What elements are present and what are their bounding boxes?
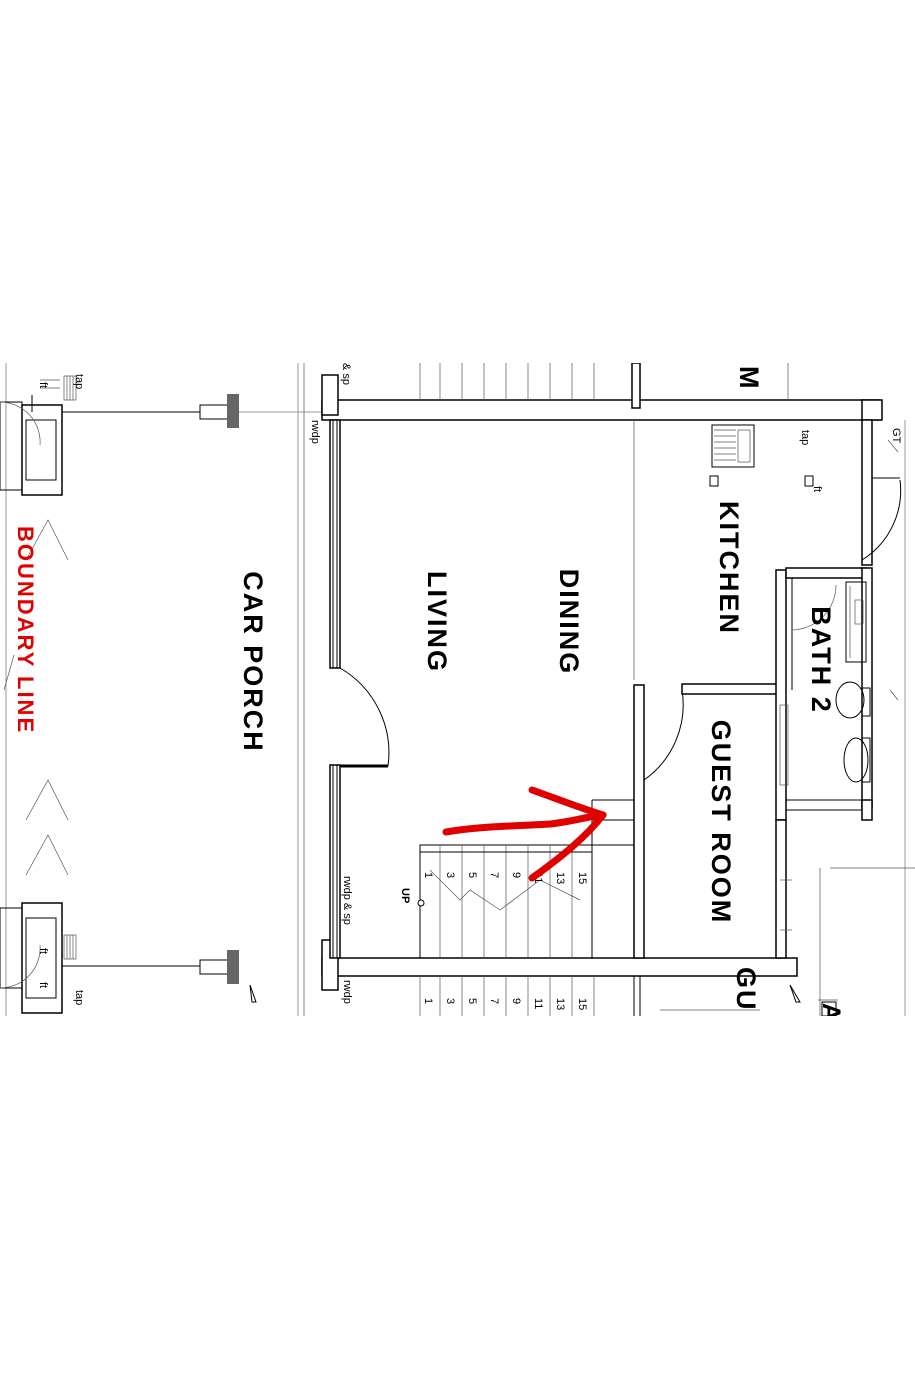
note-rwdp-sp-bottom: rwdp & sp bbox=[341, 876, 353, 925]
note-tap-kitchen: tap bbox=[799, 430, 811, 445]
room-label-dining: DINING bbox=[554, 569, 584, 676]
stair-step-number: 15 bbox=[576, 872, 588, 884]
stair-step-number: 5 bbox=[466, 998, 478, 1004]
stair-step-number: 3 bbox=[444, 998, 456, 1004]
staircase bbox=[417, 799, 636, 959]
room-label-living: LIVING bbox=[422, 571, 452, 673]
note-rwdp-top: rwdp bbox=[309, 420, 321, 444]
stair-step-number: 13 bbox=[554, 872, 566, 884]
note-ft-top: ft bbox=[37, 382, 49, 388]
note-gt: GT bbox=[890, 428, 902, 444]
bath-2-fixtures bbox=[779, 567, 899, 809]
note-tap-top: tap bbox=[73, 374, 85, 389]
stair-step-number: 15 bbox=[576, 998, 588, 1010]
stair-step-number: 7 bbox=[488, 872, 500, 878]
note-stair-up: UP bbox=[399, 888, 411, 903]
stair-step-number: 13 bbox=[554, 998, 566, 1010]
room-label-guest-room: GUEST ROOM bbox=[706, 720, 736, 925]
boundary-line-label: BOUNDARY LINE bbox=[13, 526, 38, 734]
gate-post-top bbox=[0, 375, 325, 496]
note-rwdp-bottom: rwdp bbox=[341, 980, 353, 1004]
living-front-wall bbox=[329, 419, 390, 959]
room-label-guest-partial: GU bbox=[731, 967, 761, 1012]
note-ft-bottom-2: ft bbox=[37, 982, 49, 988]
stair-lower-partial bbox=[419, 976, 641, 1016]
stair-upper-partial bbox=[419, 363, 595, 400]
stair-step-number: 3 bbox=[444, 872, 456, 878]
main-wall-top bbox=[321, 374, 883, 421]
right-exterior bbox=[660, 419, 915, 1016]
note-sp-top: & sp bbox=[340, 363, 352, 385]
room-label-bath-2: BATH 2 bbox=[806, 606, 836, 714]
room-label-kitchen: KITCHEN bbox=[714, 501, 744, 635]
stair-step-number: 1 bbox=[422, 872, 434, 878]
room-label-partial-a: A bbox=[817, 1003, 845, 1023]
note-ft-kitchen: ft bbox=[811, 486, 823, 492]
room-label-partial-top: M bbox=[734, 366, 764, 391]
kitchen-fixtures bbox=[709, 363, 814, 487]
stair-step-number: 9 bbox=[510, 998, 522, 1004]
boundary-line bbox=[3, 363, 69, 1016]
stair-step-number: 7 bbox=[488, 998, 500, 1004]
room-label-car-porch: CAR PORCH bbox=[238, 571, 268, 753]
stair-step-number: 11 bbox=[532, 998, 544, 1009]
guest-room-walls bbox=[633, 569, 870, 959]
note-ft-bottom: ft bbox=[37, 948, 49, 954]
stair-step-number: 5 bbox=[466, 872, 478, 878]
stair-step-number: 1 bbox=[422, 998, 434, 1004]
gate-post-bottom bbox=[0, 902, 257, 1014]
note-tap-bottom: tap bbox=[73, 990, 85, 1005]
red-arrow-annotation bbox=[442, 786, 607, 882]
stair-step-number: 9 bbox=[510, 872, 522, 878]
